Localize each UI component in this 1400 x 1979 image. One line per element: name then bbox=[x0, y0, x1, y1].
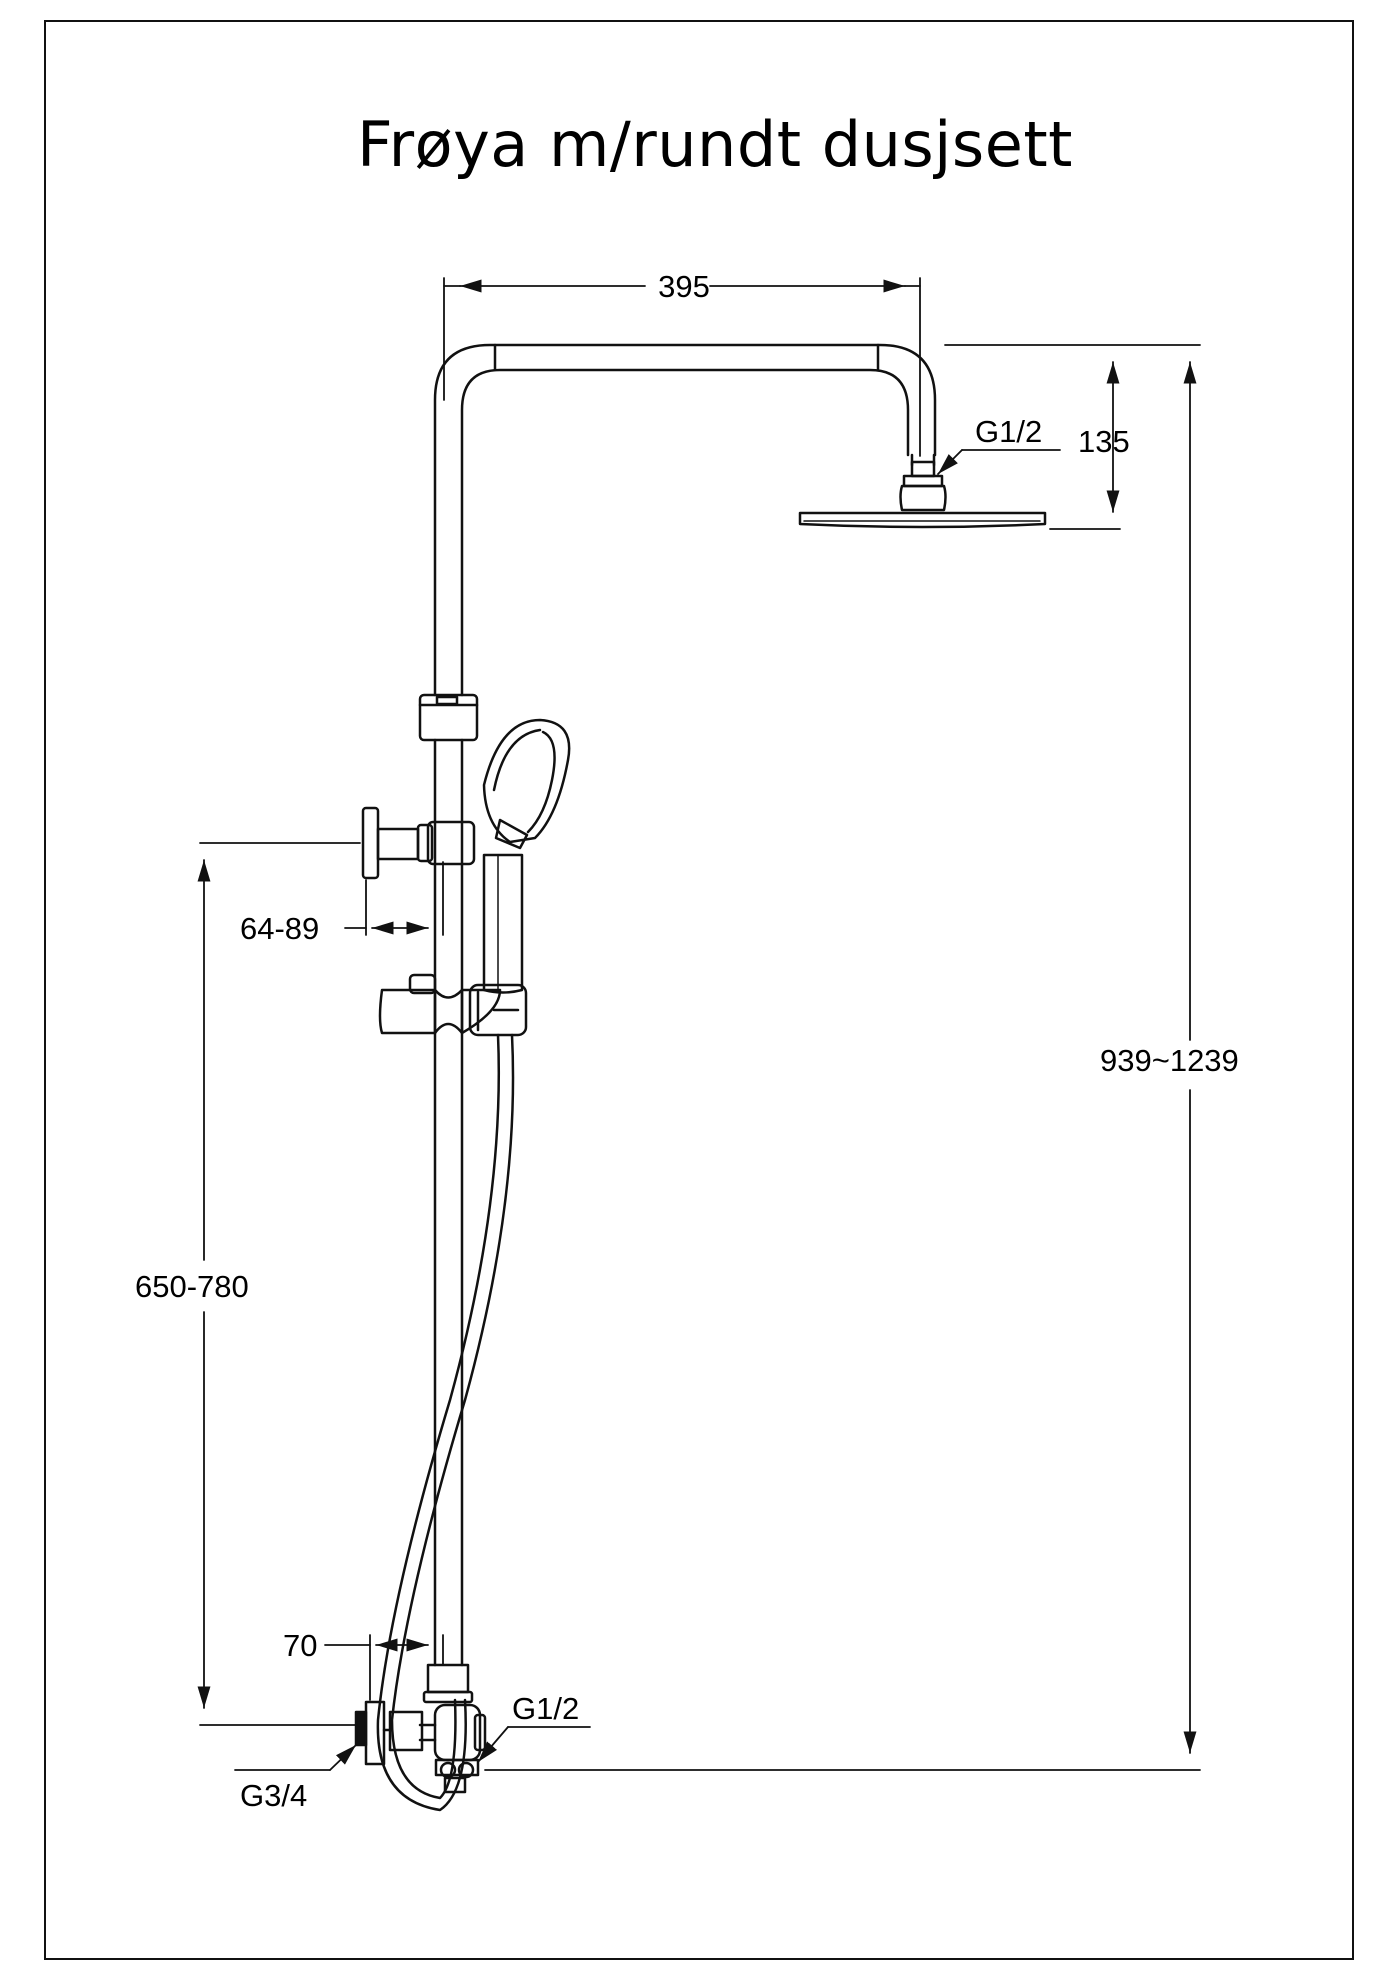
dim-upper-offset-label: 64-89 bbox=[240, 911, 319, 946]
dim-lower-offset-label: 70 bbox=[283, 1628, 317, 1663]
dim-lower-offset bbox=[324, 1634, 444, 1701]
riser-pipe bbox=[433, 343, 937, 1667]
leader-wall-inlet bbox=[234, 1744, 357, 1771]
head-connection-label: G1/2 bbox=[975, 414, 1042, 449]
wall-inlet-label: G3/4 bbox=[240, 1778, 307, 1813]
dim-arm-length-label: 395 bbox=[658, 269, 710, 304]
dim-valve-height-label: 650-780 bbox=[135, 1269, 249, 1304]
shower-hose bbox=[376, 1033, 515, 1812]
wall-bracket bbox=[361, 806, 476, 880]
hand-shower bbox=[482, 718, 571, 994]
wall-connector bbox=[354, 1700, 394, 1766]
dim-arm-length bbox=[443, 277, 921, 457]
drawing-frame bbox=[44, 20, 1354, 1960]
overhead-shower-head bbox=[798, 453, 1047, 529]
mixer-valve bbox=[388, 1663, 487, 1794]
leader-valve-outlet bbox=[477, 1726, 591, 1763]
upper-pipe-clamp bbox=[418, 693, 479, 742]
dim-total-height bbox=[484, 361, 1201, 1771]
dim-upper-offset bbox=[344, 861, 444, 936]
shower-slider bbox=[378, 973, 528, 1037]
dim-valve-height bbox=[197, 842, 361, 1726]
dim-head-drop bbox=[944, 344, 1201, 530]
dim-total-height-label: 939~1239 bbox=[1100, 1043, 1239, 1078]
drawing-title: Frøya m/rundt dusjsett bbox=[357, 108, 1073, 181]
valve-outlet-label: G1/2 bbox=[512, 1691, 579, 1726]
dim-head-drop-label: 135 bbox=[1078, 424, 1130, 459]
leader-head-connection bbox=[937, 449, 1061, 475]
